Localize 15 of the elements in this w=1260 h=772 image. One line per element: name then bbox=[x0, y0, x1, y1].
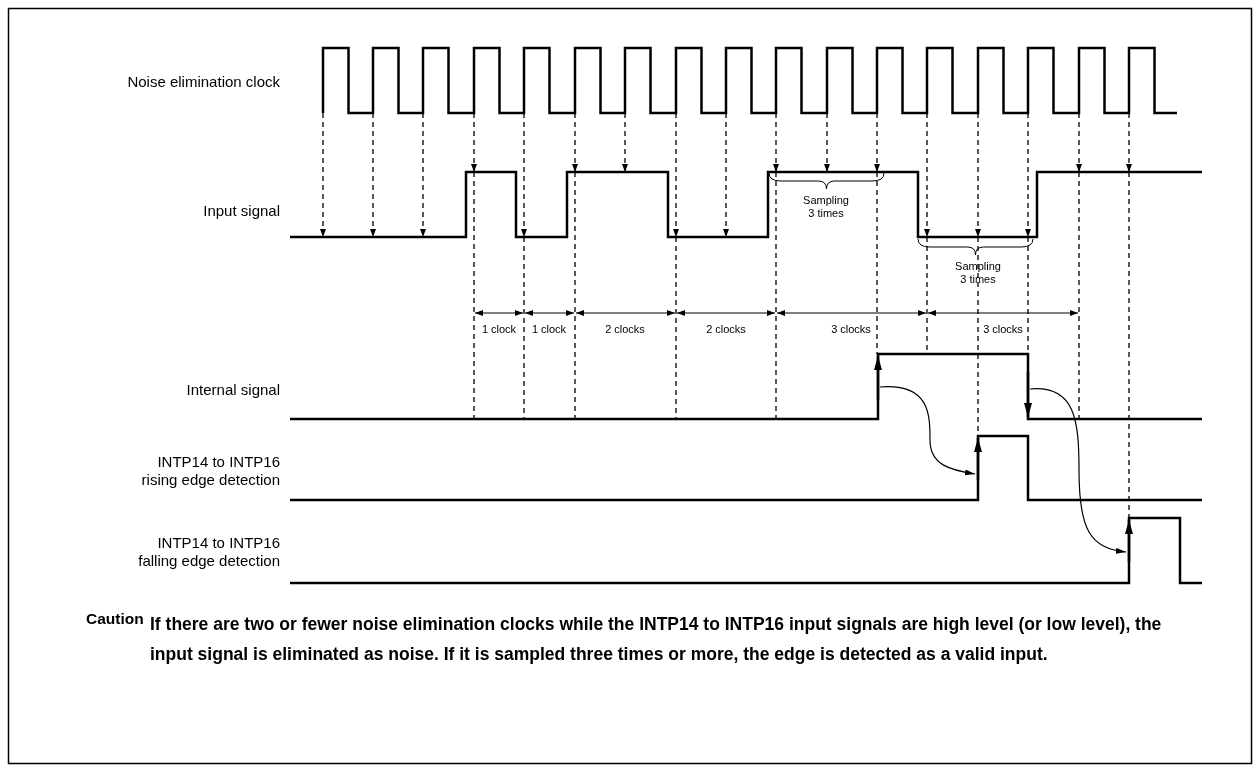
signal-name: Internal signal bbox=[185, 381, 280, 399]
duration-label: 3 clocks bbox=[982, 322, 1024, 336]
signal-name: Input signal bbox=[202, 202, 280, 220]
sampling-note: Sampling 3 times bbox=[802, 194, 850, 220]
duration-label: 3 clocks bbox=[830, 322, 872, 336]
sampling-note: Sampling 3 times bbox=[954, 260, 1002, 286]
caution-text: If there are two or fewer noise elimination clocks while the INTP14 to INTP16 input signals are high level (or low level), the input signal is eliminated as noise. If it is sampled three times or more, the edge is detected as a valid input. bbox=[150, 613, 1163, 666]
caution-heading: Caution bbox=[86, 609, 144, 628]
signal-name: Noise elimination clock bbox=[126, 73, 280, 91]
duration-label: 2 clocks bbox=[604, 322, 646, 336]
duration-label: 1 clock bbox=[480, 322, 518, 336]
signal-name: INTP14 to INTP16 falling edge detection bbox=[137, 534, 280, 570]
duration-label: 2 clocks bbox=[705, 322, 747, 336]
duration-label: 1 clock bbox=[530, 322, 568, 336]
signal-name: INTP14 to INTP16 rising edge detection bbox=[140, 453, 280, 489]
